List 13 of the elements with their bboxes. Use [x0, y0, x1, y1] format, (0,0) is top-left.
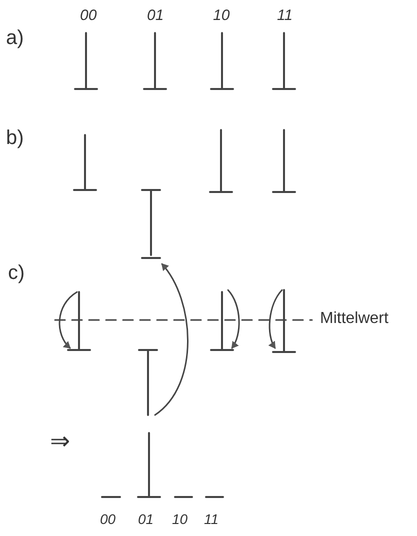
state-label: 11 — [277, 8, 293, 23]
part-label: a) — [6, 28, 24, 48]
state-label: 11 — [204, 512, 219, 526]
state-label: 00 — [100, 512, 116, 526]
part-label: b) — [6, 128, 24, 148]
state-label: 00 — [80, 8, 97, 23]
state-label: 01 — [138, 512, 154, 526]
state-label: 10 — [172, 512, 188, 526]
part-label: c) — [8, 263, 25, 283]
state-label: 10 — [213, 8, 230, 23]
implies-sign: ⇒ — [50, 430, 70, 454]
state-label: 01 — [147, 8, 164, 23]
mean-label: Mittelwert — [320, 311, 388, 327]
